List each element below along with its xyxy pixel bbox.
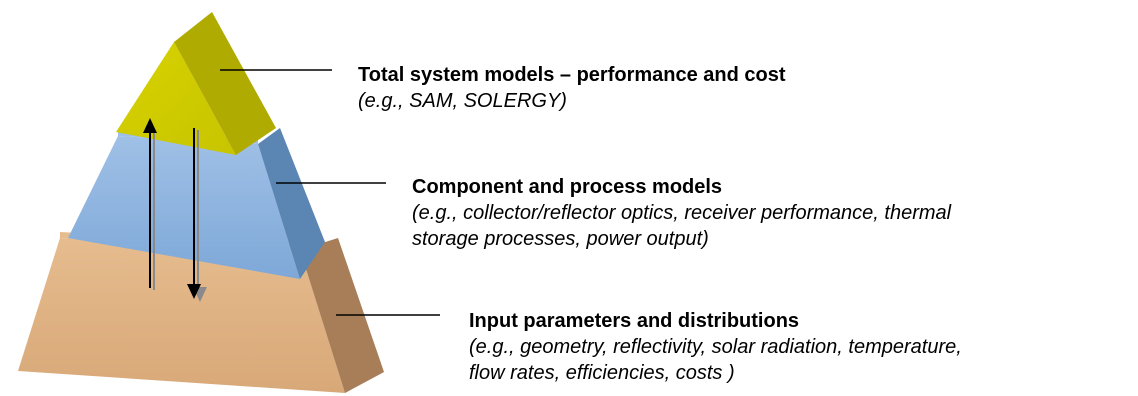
arrows — [143, 118, 207, 302]
middle-layer-front — [68, 136, 300, 279]
label-top-subtitle-line: (e.g., SAM, SOLERGY) — [358, 90, 567, 112]
bottom-layer-front — [18, 238, 345, 393]
leader-lines — [220, 69, 440, 316]
label-component-process-models: Component and process models (e.g., coll… — [412, 174, 951, 252]
label-middle-subtitle-line-1: (e.g., collector/reflector optics, recei… — [412, 202, 952, 224]
label-middle-subtitle-line-2: storage processes, power output) — [412, 228, 709, 250]
label-bottom-subtitle-line-1: (e.g., geometry, reflectivity, solar rad… — [469, 336, 962, 358]
label-bottom-subtitle-line-2: flow rates, efficiencies, costs ) — [469, 362, 735, 384]
label-total-system-models: Total system models – performance and co… — [358, 62, 786, 114]
label-top-title: Total system models – performance and co… — [358, 64, 786, 86]
down-arrow-head — [187, 284, 201, 299]
top-layer-side — [174, 12, 276, 155]
middle-layer-side — [258, 128, 325, 279]
up-arrow-head — [143, 118, 157, 133]
label-bottom-title: Input parameters and distributions — [469, 310, 800, 332]
label-input-parameters: Input parameters and distributions (e.g.… — [469, 308, 962, 386]
label-middle-title: Component and process models — [412, 176, 723, 198]
top-layer — [116, 12, 276, 155]
